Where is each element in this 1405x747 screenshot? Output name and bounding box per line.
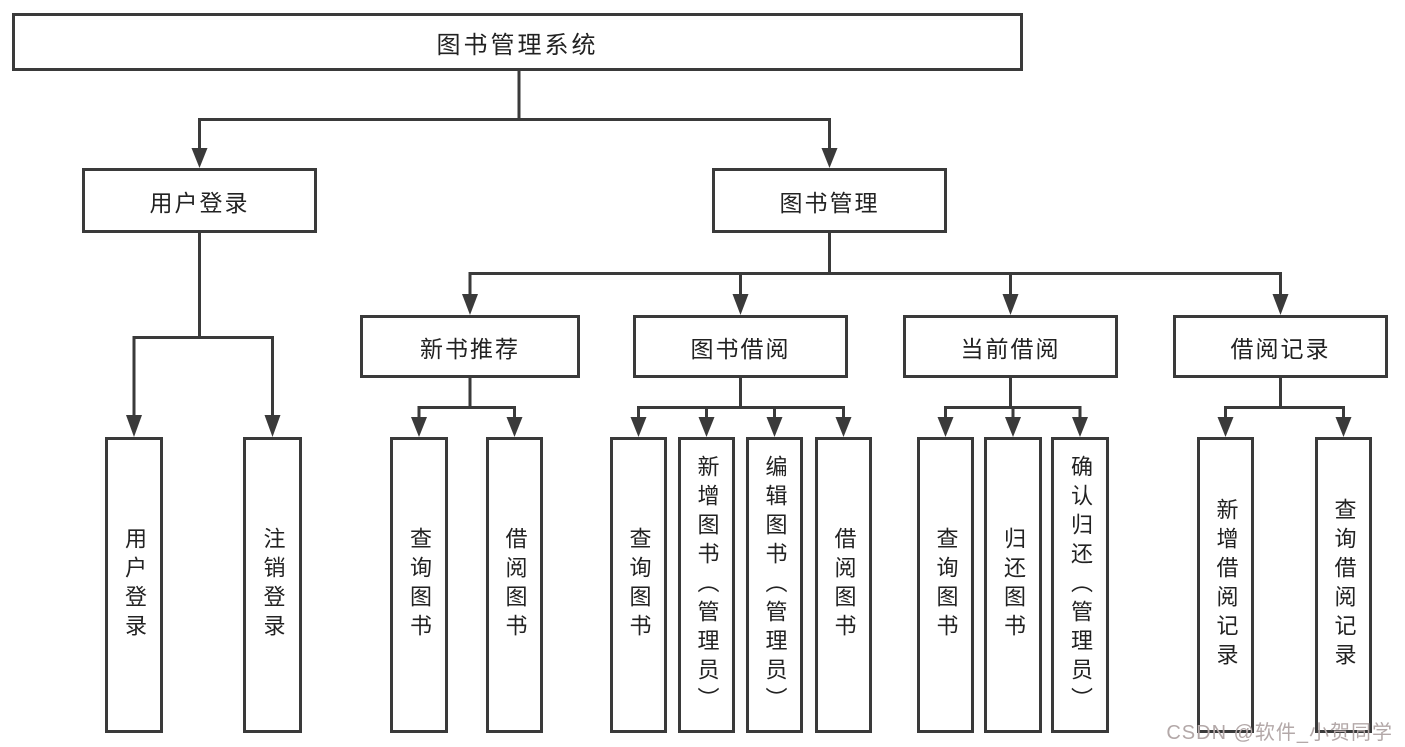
node-current-borrow: 当前借阅: [903, 315, 1118, 378]
leaf-label: 新增图书（管理员）: [694, 454, 720, 716]
node-book-management: 图书管理: [712, 168, 947, 233]
node-label: 新书推荐: [420, 335, 520, 362]
node-label: 用户登录: [149, 189, 250, 216]
node-label: 借阅记录: [1230, 335, 1331, 362]
leaf-label: 查询图书: [407, 527, 432, 643]
node-label: 图书管理: [779, 189, 880, 216]
node-borrow-records: 借阅记录: [1173, 315, 1388, 378]
leaf-label: 归还图书: [1001, 527, 1026, 643]
leaf-user-login: 用户登录: [105, 437, 163, 733]
node-library-management-system: 图书管理系统: [12, 13, 1023, 71]
leaf-borrow-books: 借阅图书: [815, 437, 872, 733]
leaf-label: 借阅图书: [502, 527, 528, 643]
node-label: 图书管理系统: [436, 31, 599, 59]
leaf-query-borrow-record: 查询借阅记录: [1315, 437, 1372, 733]
leaf-label: 确认归还（管理员）: [1068, 454, 1093, 716]
node-new-book-recommend: 新书推荐: [360, 315, 580, 378]
leaf-edit-books-admin: 编辑图书（管理员）: [746, 437, 803, 733]
node-book-borrow: 图书借阅: [633, 315, 848, 378]
csdn-watermark: CSDN @软件_小贺同学: [1166, 722, 1393, 744]
leaf-label: 借阅图书: [831, 527, 857, 643]
leaf-label: 查询图书: [933, 527, 959, 643]
leaf-label: 查询图书: [626, 527, 652, 643]
leaf-label: 查询借阅记录: [1331, 498, 1357, 672]
leaf-label: 用户登录: [122, 527, 147, 643]
node-label: 当前借阅: [960, 335, 1061, 362]
leaf-logout: 注销登录: [243, 437, 302, 733]
leaf-add-borrow-record: 新增借阅记录: [1197, 437, 1254, 733]
leaf-query-books-borrow: 查询图书: [610, 437, 667, 733]
leaf-label: 编辑图书（管理员）: [762, 454, 788, 716]
node-label: 图书借阅: [690, 335, 791, 362]
leaf-query-books-current: 查询图书: [917, 437, 974, 733]
leaf-label: 注销登录: [260, 527, 286, 643]
node-user-login: 用户登录: [82, 168, 317, 233]
leaf-borrow-books-recommend: 借阅图书: [486, 437, 543, 733]
leaf-query-books-recommend: 查询图书: [390, 437, 448, 733]
leaf-return-books: 归还图书: [984, 437, 1042, 733]
leaf-add-books-admin: 新增图书（管理员）: [678, 437, 735, 733]
leaf-confirm-return-admin: 确认归还（管理员）: [1051, 437, 1109, 733]
leaf-label: 新增借阅记录: [1213, 498, 1239, 672]
